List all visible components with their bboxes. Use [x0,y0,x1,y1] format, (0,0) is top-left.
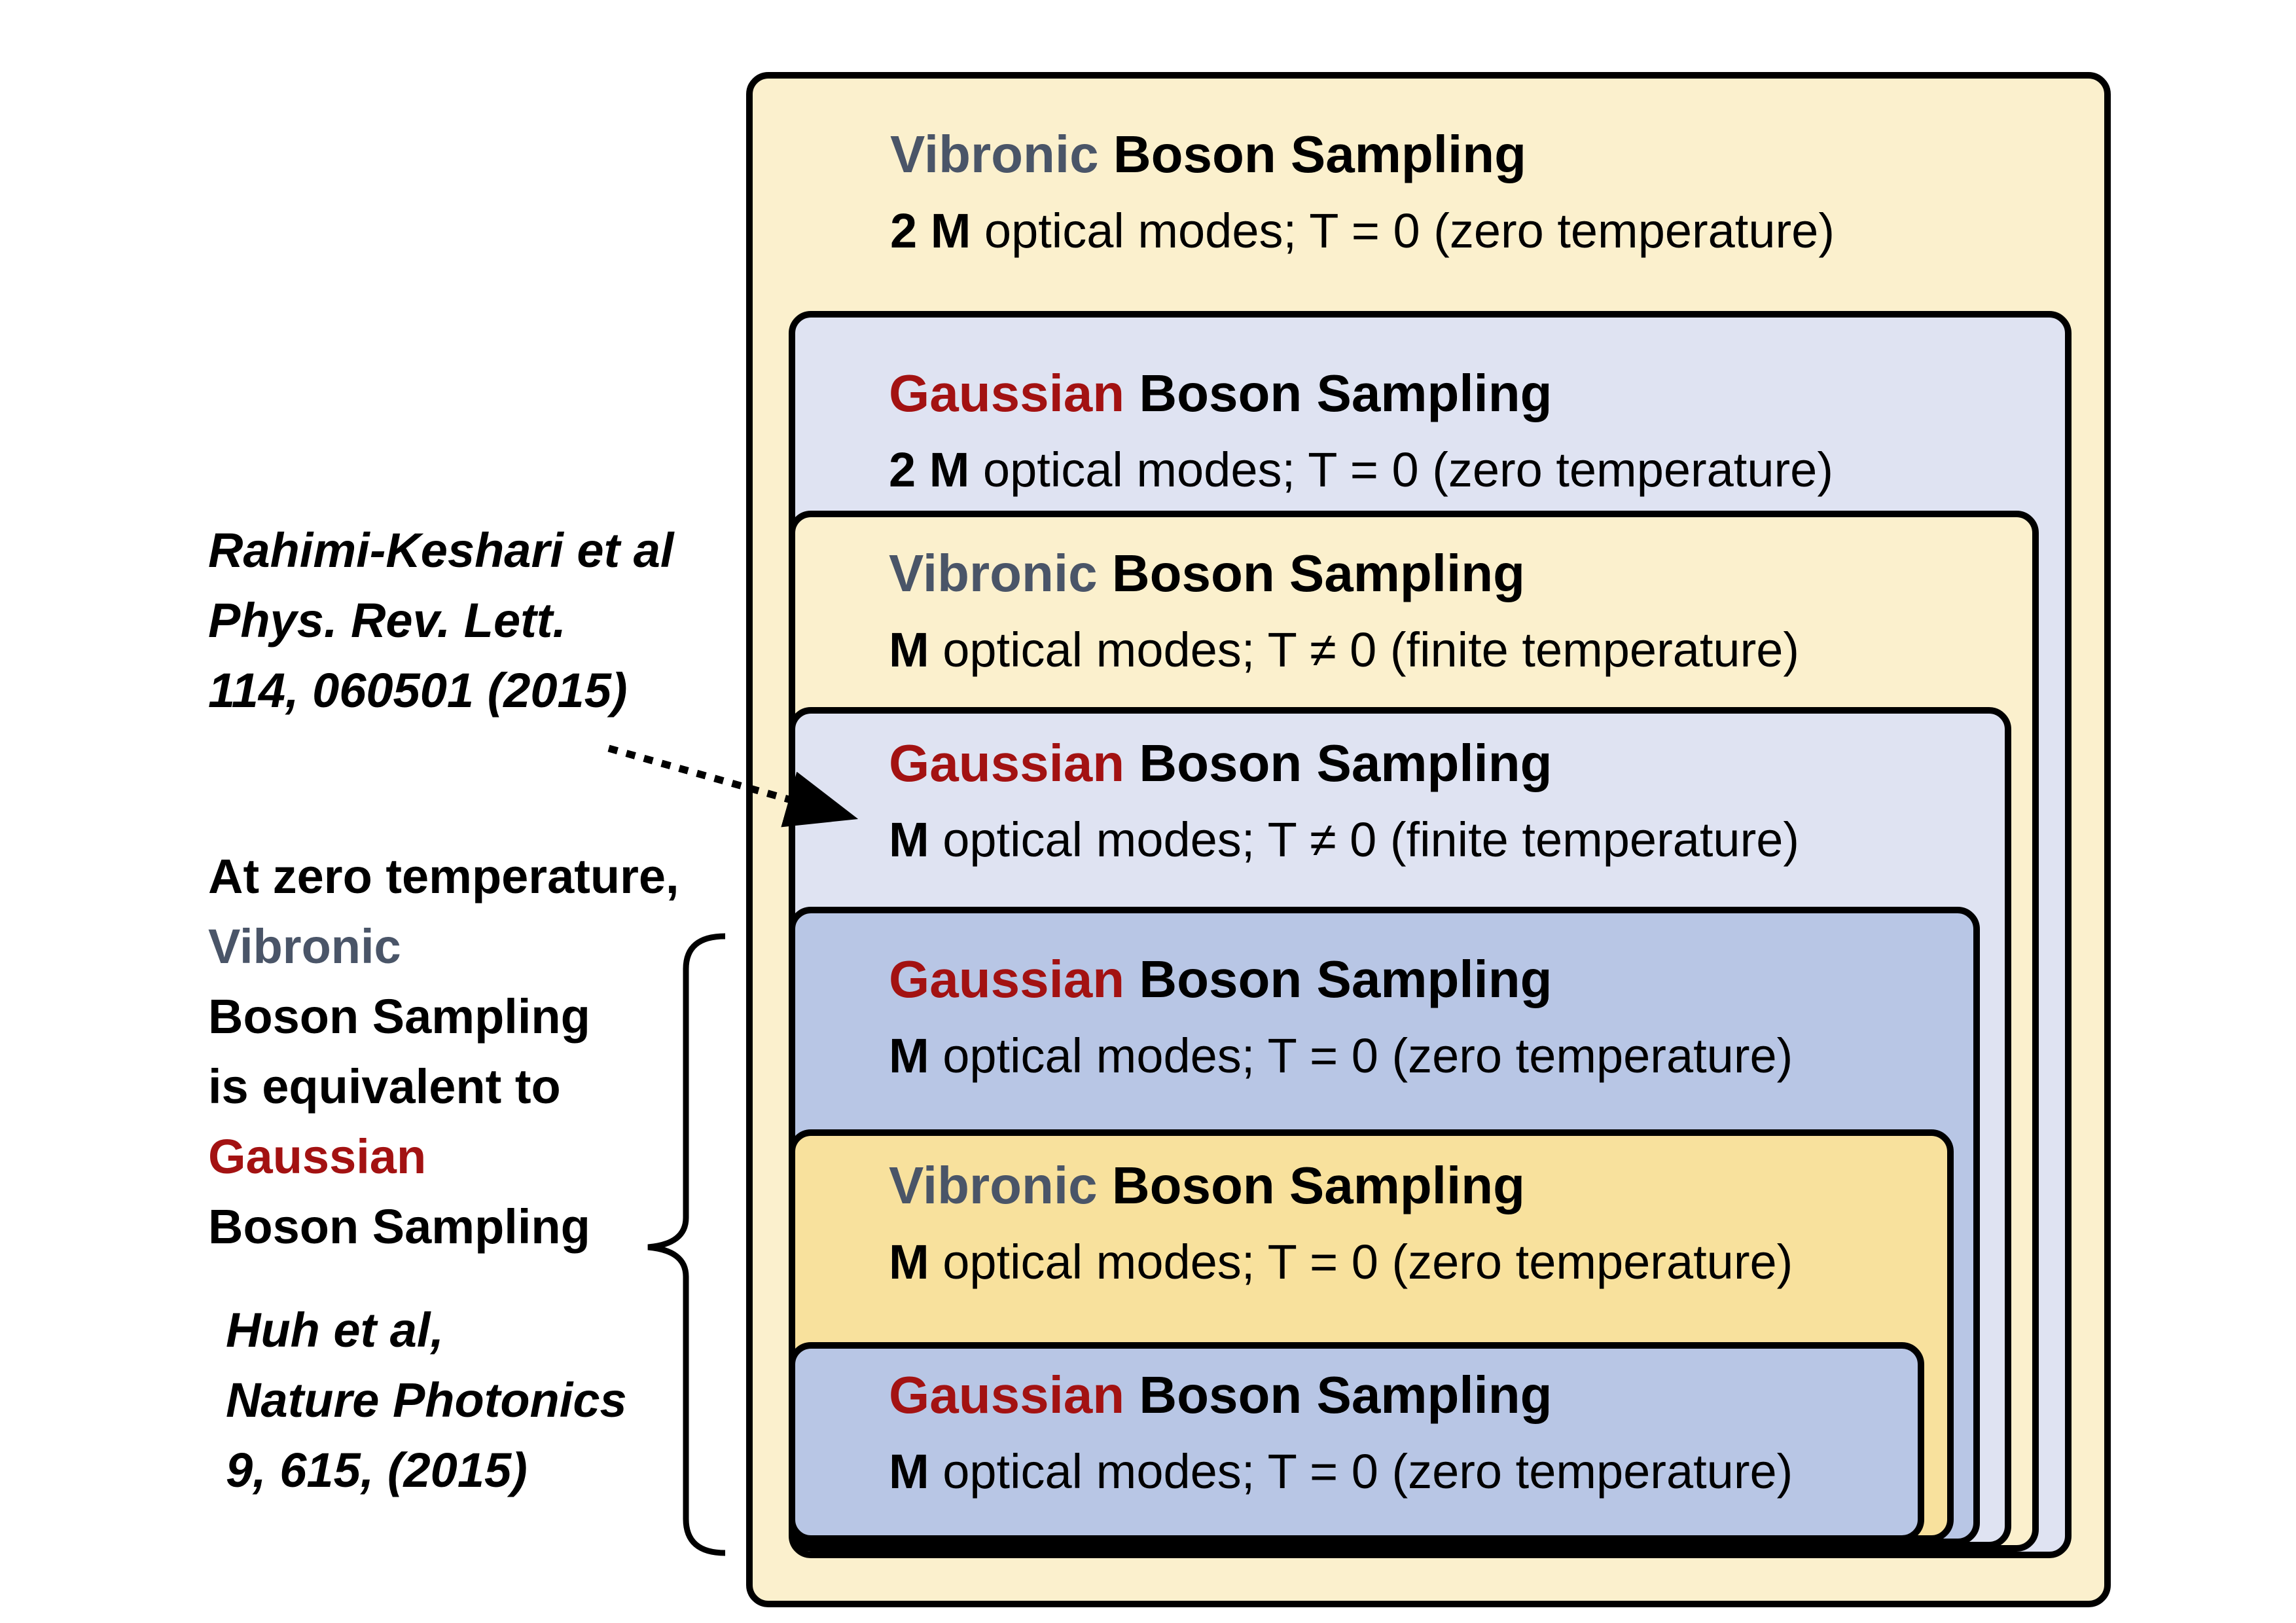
box-title: Vibronic Boson Sampling [889,543,1525,604]
model-name-vibronic: Vibronic [890,125,1099,183]
note-line: is equivalent to [208,1059,561,1114]
box-subtitle: M optical modes; T = 0 (zero temperature… [889,1234,1793,1290]
note-line: Boson Sampling [208,1199,590,1254]
box-title: Gaussian Boson Sampling [889,1365,1552,1425]
mode-description: optical modes; T = 0 (zero temperature) [929,1444,1793,1499]
mode-description: optical modes; T = 0 (zero temperature) [969,443,1833,497]
box-subtitle: 2 M optical modes; T = 0 (zero temperatu… [890,203,1835,259]
box-subtitle: M optical modes; T = 0 (zero temperature… [889,1028,1793,1084]
box-title: Vibronic Boson Sampling [890,124,1526,185]
title-rest: Boson Sampling [1124,1366,1552,1424]
box-subtitle: M optical modes; T = 0 (zero temperature… [889,1444,1793,1499]
box-title: Gaussian Boson Sampling [889,733,1552,793]
curly-brace [647,933,726,1556]
title-rest: Boson Sampling [1124,950,1552,1008]
model-name-vibronic: Vibronic [889,544,1098,602]
note-gaussian: Gaussian [208,1129,427,1184]
mode-count: M [889,812,929,867]
reference-authors: Rahimi-Keshari et al [208,523,674,577]
mode-count: M [889,623,929,677]
box-title: Vibronic Boson Sampling [889,1156,1525,1216]
mode-count: M [889,1029,929,1083]
note-line: At zero temperature, [208,849,679,903]
mode-count: M [889,1235,929,1289]
note-vibronic: Vibronic [208,919,401,974]
box-subtitle: 2 M optical modes; T = 0 (zero temperatu… [889,442,1833,498]
model-name-gaussian: Gaussian [889,364,1125,422]
model-name-gaussian: Gaussian [889,1366,1125,1424]
box-title: Gaussian Boson Sampling [889,363,1552,424]
reference-rahimi-keshari: Rahimi-Keshari et al Phys. Rev. Lett. 11… [208,515,673,725]
mode-description: optical modes; T = 0 (zero temperature) [929,1235,1793,1289]
title-rest: Boson Sampling [1097,544,1525,602]
reference-journal: Phys. Rev. Lett. [208,593,566,647]
title-rest: Boson Sampling [1124,734,1552,792]
mode-count: M [889,1444,929,1499]
title-rest: Boson Sampling [1124,364,1552,422]
reference-citation: 9, 615, (2015) [226,1443,528,1497]
note-line: Boson Sampling [208,989,590,1044]
reference-citation: 114, 060501 (2015) [208,663,628,718]
mode-description: optical modes; T = 0 (zero temperature) [971,204,1835,258]
mode-count: 2 M [889,443,970,497]
mode-description: optical modes; T = 0 (zero temperature) [929,1029,1793,1083]
box-subtitle: M optical modes; T ≠ 0 (finite temperatu… [889,622,1799,678]
equivalence-note: At zero temperature, Vibronic Boson Samp… [208,841,679,1262]
reference-authors: Huh et al, [226,1303,444,1357]
title-rest: Boson Sampling [1098,125,1526,183]
model-name-vibronic: Vibronic [889,1156,1098,1214]
box-gaussian-m-zero-temp-inner: Gaussian Boson Sampling M optical modes;… [789,1342,1924,1542]
mode-count: 2 M [890,204,971,258]
reference-journal: Nature Photonics [226,1373,627,1427]
reference-huh: Huh et al, Nature Photonics 9, 615, (201… [226,1295,627,1505]
mode-description: optical modes; T ≠ 0 (finite temperature… [929,623,1800,677]
model-name-gaussian: Gaussian [889,734,1125,792]
mode-description: optical modes; T ≠ 0 (finite temperature… [929,812,1800,867]
box-subtitle: M optical modes; T ≠ 0 (finite temperatu… [889,812,1799,867]
dotted-arrow [607,744,859,828]
model-name-gaussian: Gaussian [889,950,1125,1008]
title-rest: Boson Sampling [1097,1156,1525,1214]
box-title: Gaussian Boson Sampling [889,949,1552,1010]
